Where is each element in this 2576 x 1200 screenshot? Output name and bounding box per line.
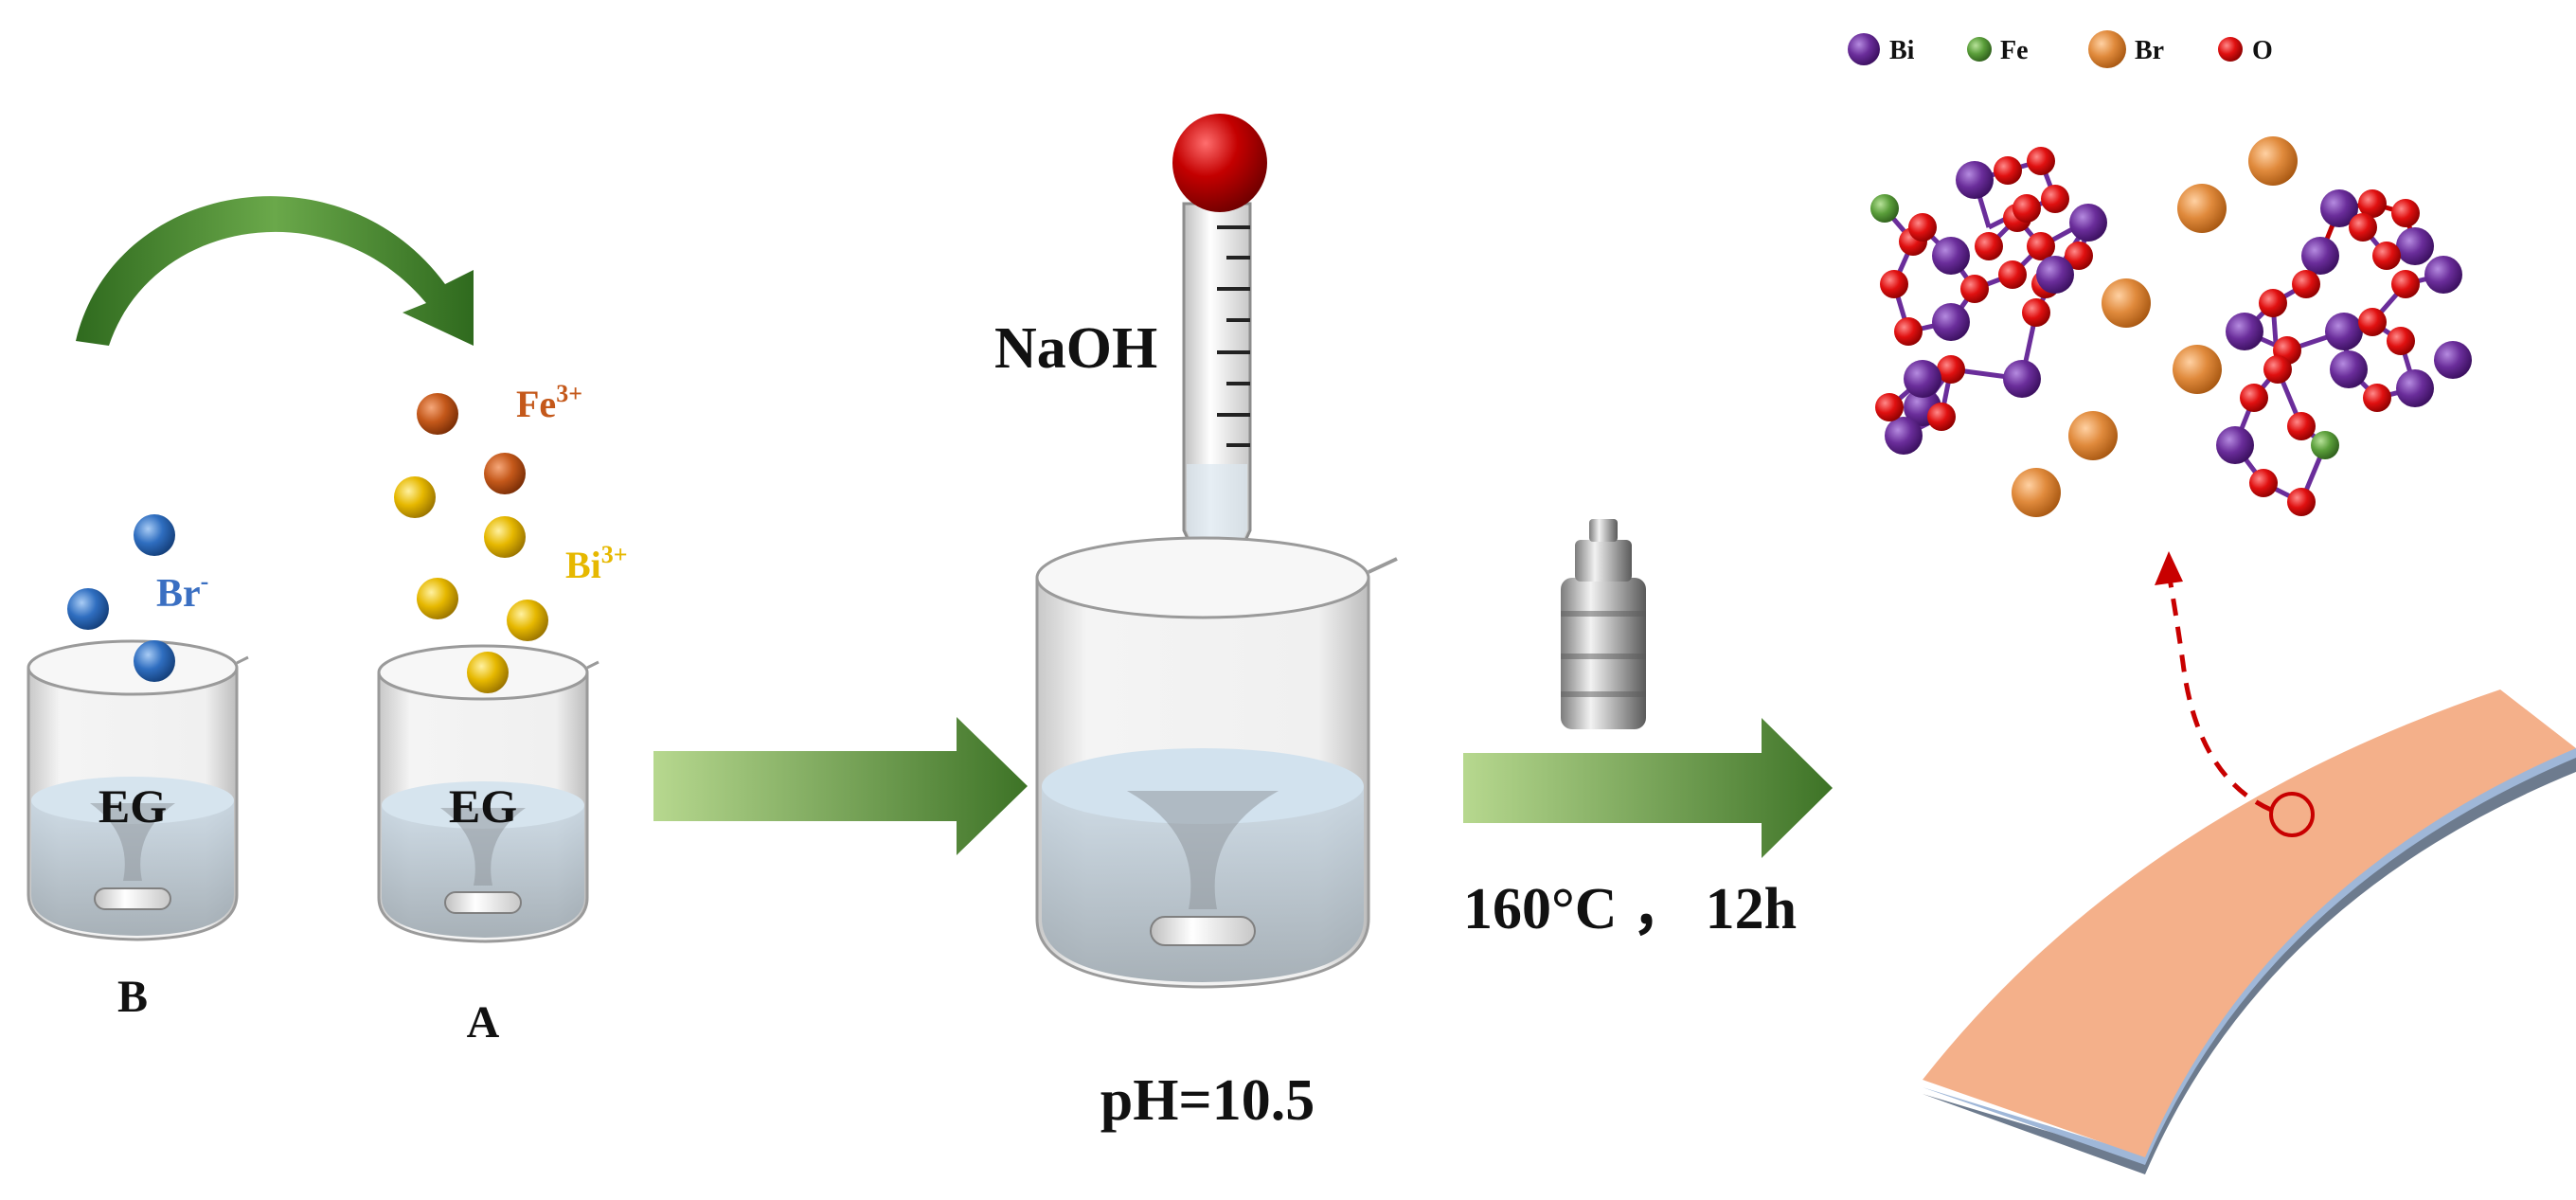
ph-label: pH=10.5 [1100, 1068, 1315, 1133]
legend-br: Br [2135, 36, 2164, 65]
beaker-b-solvent: EG [98, 779, 167, 833]
transfer-curved-arrow [76, 196, 474, 346]
reagent-label: NaOH [994, 316, 1157, 381]
naoh-dropper [1172, 114, 1267, 605]
br-ion-label: Br- [156, 567, 208, 616]
fe-ion-label: Fe3+ [516, 380, 582, 425]
o-atom [2027, 232, 2055, 260]
bi-atom [2036, 256, 2074, 294]
o-atom [2358, 189, 2387, 218]
o-atom [2349, 213, 2377, 242]
bi-atom [1885, 417, 1923, 455]
bi-atom [2396, 369, 2434, 407]
bi-atom [2434, 341, 2472, 379]
o-atom [2363, 384, 2391, 412]
o-atom [2022, 298, 2050, 327]
o-atom [2240, 384, 2268, 412]
atom-legend: Bi Fe Br O [1848, 30, 2273, 68]
bi-atom [1904, 360, 1941, 398]
autoclave-icon [1561, 519, 1646, 729]
o-atom [1908, 213, 1937, 242]
bi-atom [2069, 204, 2107, 242]
legend-bi: Bi [1889, 36, 1915, 65]
step-arrow-1 [653, 717, 1028, 855]
step-arrow-2 [1463, 718, 1833, 858]
o-atom [2287, 412, 2316, 440]
beaker-a-label: A [467, 997, 500, 1048]
o-atom [2041, 185, 2069, 213]
o-atom [1994, 156, 2022, 185]
o-atom [2391, 270, 2420, 298]
o-atom [1927, 403, 1956, 431]
o-atom [2259, 289, 2287, 317]
bi-atom [2330, 350, 2368, 388]
o-atom [1998, 260, 2027, 289]
bi-atom [2003, 360, 2041, 398]
fe-atom [2311, 431, 2339, 459]
o-atom [2249, 469, 2278, 497]
o-atom [1960, 275, 1989, 303]
br-atom [2012, 468, 2061, 517]
o-atom [1937, 355, 1965, 384]
bi-ion-label: Bi3+ [565, 541, 628, 586]
reaction-conditions: 160°C ， 12h [1463, 877, 1797, 941]
br-ion-particles [67, 514, 175, 682]
o-atom [2391, 199, 2420, 227]
beaker-a-solvent: EG [449, 779, 517, 833]
beaker-b: EG [27, 639, 249, 941]
fe-ion-particles [417, 393, 526, 494]
magnify-marker [2155, 551, 2315, 837]
beaker-a: EG [377, 644, 599, 943]
o-atom [2027, 147, 2055, 175]
o-atom [2287, 488, 2316, 516]
o-atom [2292, 270, 2320, 298]
o-atom [1894, 317, 1923, 346]
fe-atom [1870, 194, 1899, 223]
bi-ion-particles [394, 476, 548, 693]
reaction-beaker [1035, 536, 1398, 989]
crystal-structure [1870, 136, 2472, 517]
br-atom [2248, 136, 2298, 186]
bi-atom [2301, 237, 2339, 275]
o-atom [2065, 242, 2093, 270]
bi-atom [1956, 161, 1994, 199]
o-atom [2358, 308, 2387, 336]
o-atom [1880, 270, 1908, 298]
o-atom [1975, 232, 2003, 260]
br-atom [2102, 278, 2151, 328]
o-atom [1875, 393, 1904, 421]
bi-atom [1932, 237, 1970, 275]
bi-atom [1932, 303, 1970, 341]
bi-atom [2320, 189, 2358, 227]
br-atom [2177, 184, 2227, 233]
bi-atom [2424, 256, 2462, 294]
bi-atom [2396, 227, 2434, 265]
bi-atom [2226, 313, 2263, 350]
br-atom [2068, 411, 2118, 460]
o-atom [2012, 194, 2041, 223]
legend-fe: Fe [2000, 36, 2029, 65]
o-atom [2387, 327, 2415, 355]
o-atom [2263, 355, 2292, 384]
br-atom [2173, 345, 2222, 394]
flexible-film [1923, 690, 2576, 1174]
beaker-b-label: B [117, 972, 148, 1022]
bi-atom [2216, 426, 2254, 464]
o-atom [2372, 242, 2401, 270]
bi-atom [2325, 313, 2363, 350]
legend-o: O [2252, 36, 2273, 65]
